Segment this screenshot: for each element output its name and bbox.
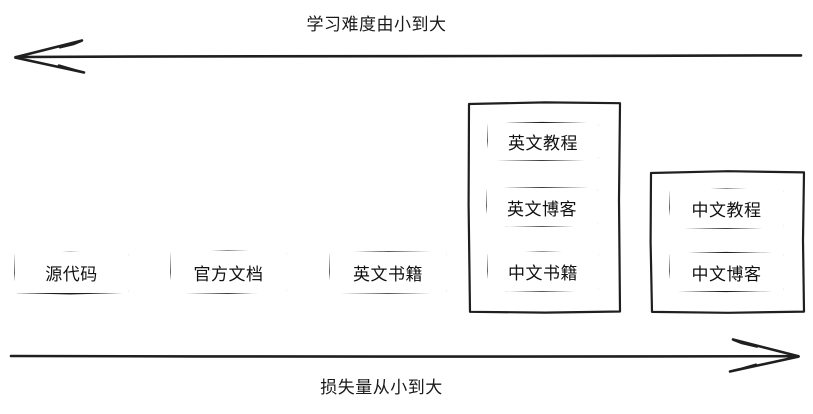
node-chinese-tutorials[interactable]: 中文教程: [670, 189, 783, 228]
node-english-blogs[interactable]: 英文博客: [487, 188, 597, 226]
node-chinese-blogs[interactable]: 中文博客: [670, 253, 783, 291]
node-english-books[interactable]: 英文书籍: [330, 252, 446, 293]
node-source-code[interactable]: 源代码: [15, 252, 128, 293]
bottom-axis-label: 损失量从小到大: [320, 378, 443, 398]
node-english-tutorials[interactable]: 英文教程: [488, 123, 598, 160]
node-official-docs[interactable]: 官方文档: [171, 251, 286, 293]
top-axis-arrow: [14, 39, 803, 74]
node-chinese-books[interactable]: 中文书籍: [488, 252, 598, 291]
bottom-axis-arrow: [9, 338, 800, 373]
top-axis-label: 学习难度由小到大: [306, 15, 447, 35]
